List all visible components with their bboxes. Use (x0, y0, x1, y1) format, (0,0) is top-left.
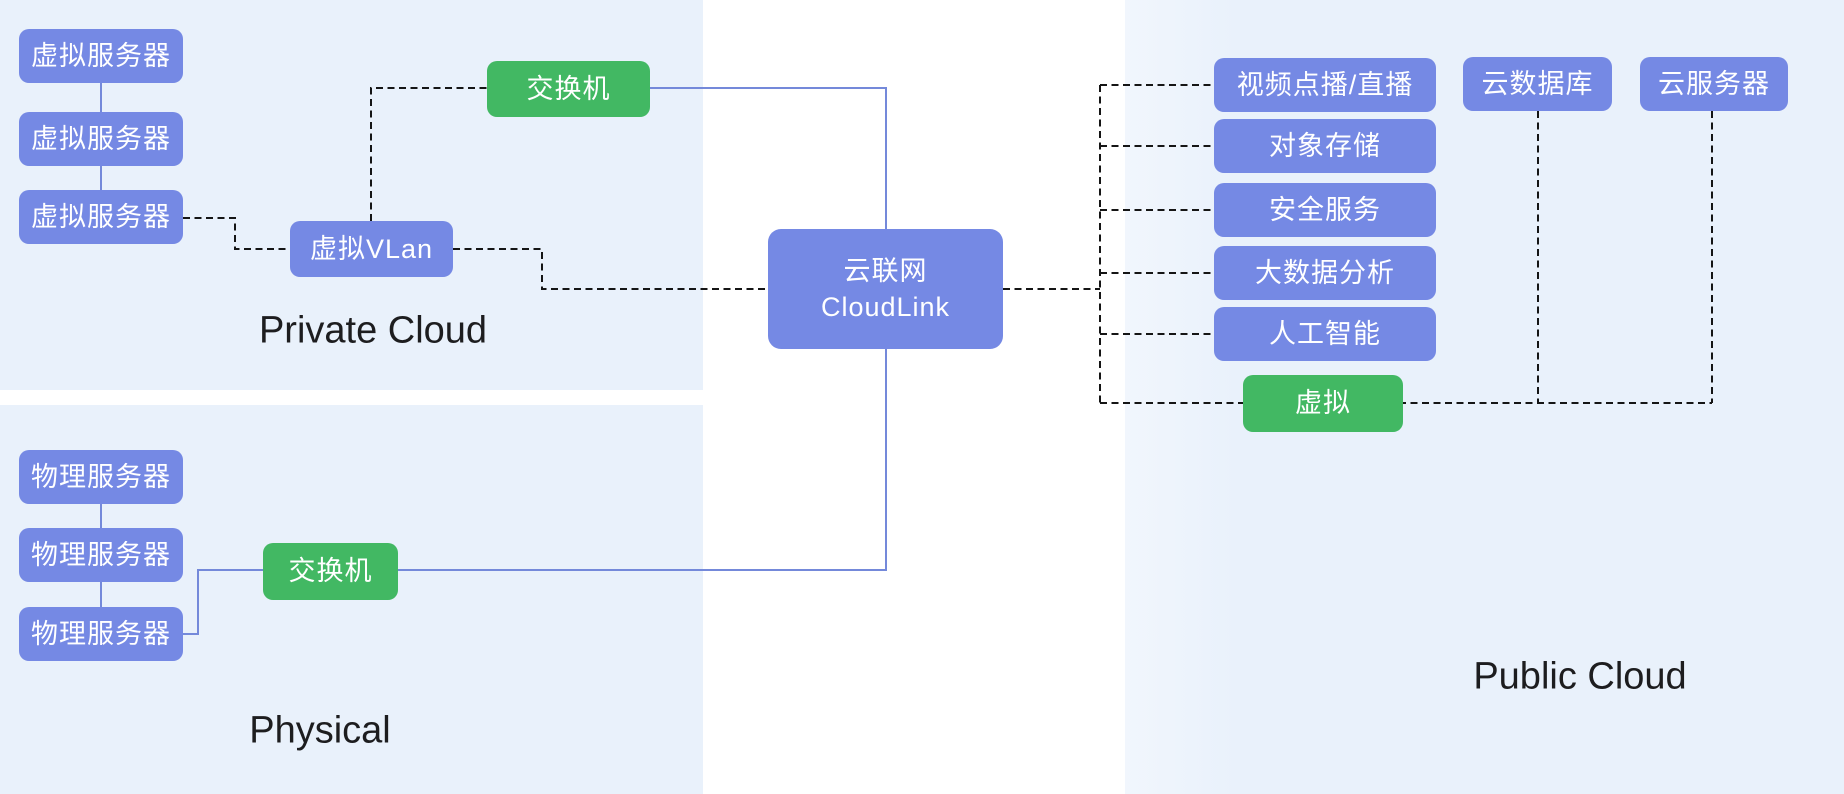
section-label-private-cloud: Private Cloud (258, 309, 488, 352)
connector-solid-5 (183, 569, 263, 635)
node-physical-server-2: 物理服务器 (19, 528, 183, 582)
node-object-storage: 对象存储 (1214, 119, 1436, 173)
node-artificial-intelligence: 人工智能 (1214, 307, 1436, 361)
connector-solid-3 (650, 87, 887, 229)
node-security-service: 安全服务 (1214, 183, 1436, 237)
node-physical-server-3: 物理服务器 (19, 607, 183, 661)
section-label-physical: Physical (249, 709, 391, 752)
node-physical-server-1: 物理服务器 (19, 450, 183, 504)
node-video-ondemand-live: 视频点播/直播 (1214, 58, 1436, 112)
node-virtual-server-3: 虚拟服务器 (19, 190, 183, 244)
node-switch-private: 交换机 (487, 61, 650, 117)
node-cloud-database: 云数据库 (1463, 57, 1612, 111)
connector-dashed-3 (453, 248, 768, 290)
node-virtual-server-2: 虚拟服务器 (19, 112, 183, 166)
section-label-public-cloud: Public Cloud (1473, 655, 1687, 698)
connector-dashed-2 (370, 87, 487, 221)
node-bigdata-analytics: 大数据分析 (1214, 246, 1436, 300)
node-cloudlink-line: 云联网 (843, 255, 928, 286)
connector-solid-4 (398, 349, 887, 571)
node-virtual-vlan: 虚拟VLan (290, 221, 453, 277)
node-virtual-gateway: 虚拟 (1243, 375, 1403, 432)
node-switch-physical: 交换机 (263, 543, 398, 600)
node-cloud-server: 云服务器 (1640, 57, 1788, 111)
node-cloudlink-line: CloudLink (820, 292, 951, 322)
node-cloudlink: 云联网 CloudLink (768, 229, 1003, 349)
node-virtual-server-1: 虚拟服务器 (19, 29, 183, 83)
connector-dashed-1 (183, 217, 290, 250)
